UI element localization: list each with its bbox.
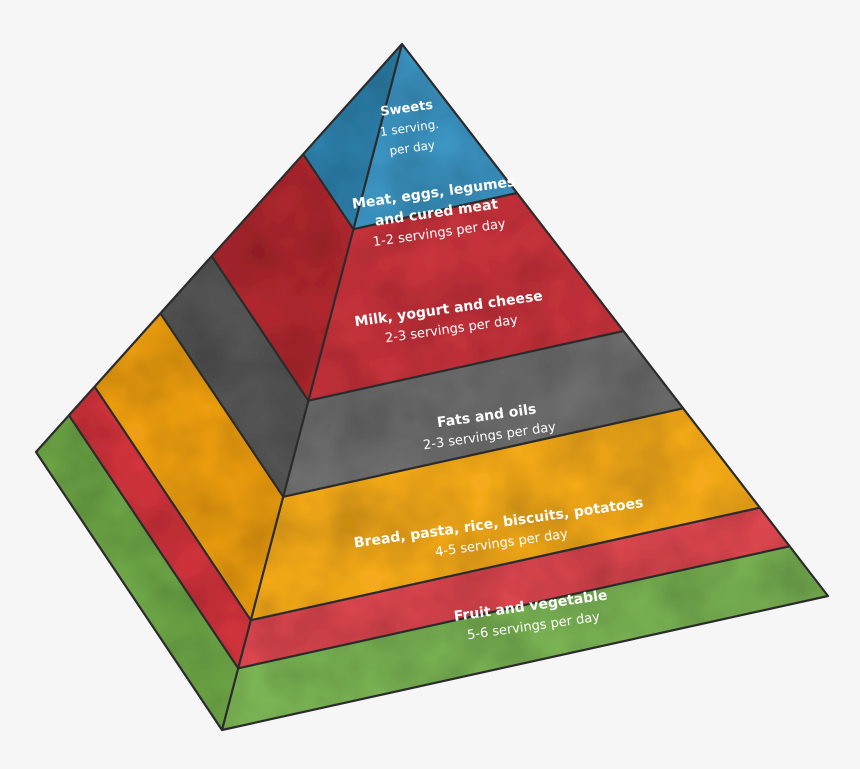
front-band-meat (308, 193, 624, 401)
pyramid-front-face (222, 44, 828, 730)
pyramid-front-ridge (220, 43, 404, 731)
pyramid-edges (34, 42, 830, 732)
front-band-fruit (222, 546, 828, 730)
left-band-fats (94, 313, 284, 621)
front-band-dairy (283, 331, 684, 497)
front-band-bread (238, 507, 790, 669)
left-band-sweets (303, 44, 402, 230)
left-band-bread (68, 386, 251, 669)
left-band-meat (211, 154, 354, 401)
left-band-dairy (160, 256, 309, 497)
pyramid-left-face (36, 44, 402, 730)
label-sweets-line-3: per day (389, 138, 436, 158)
front-band-fats (250, 408, 760, 621)
front-band-sweets (353, 44, 517, 230)
label-sweets-line-1: Sweets (379, 98, 434, 120)
left-band-fruit (36, 415, 239, 730)
